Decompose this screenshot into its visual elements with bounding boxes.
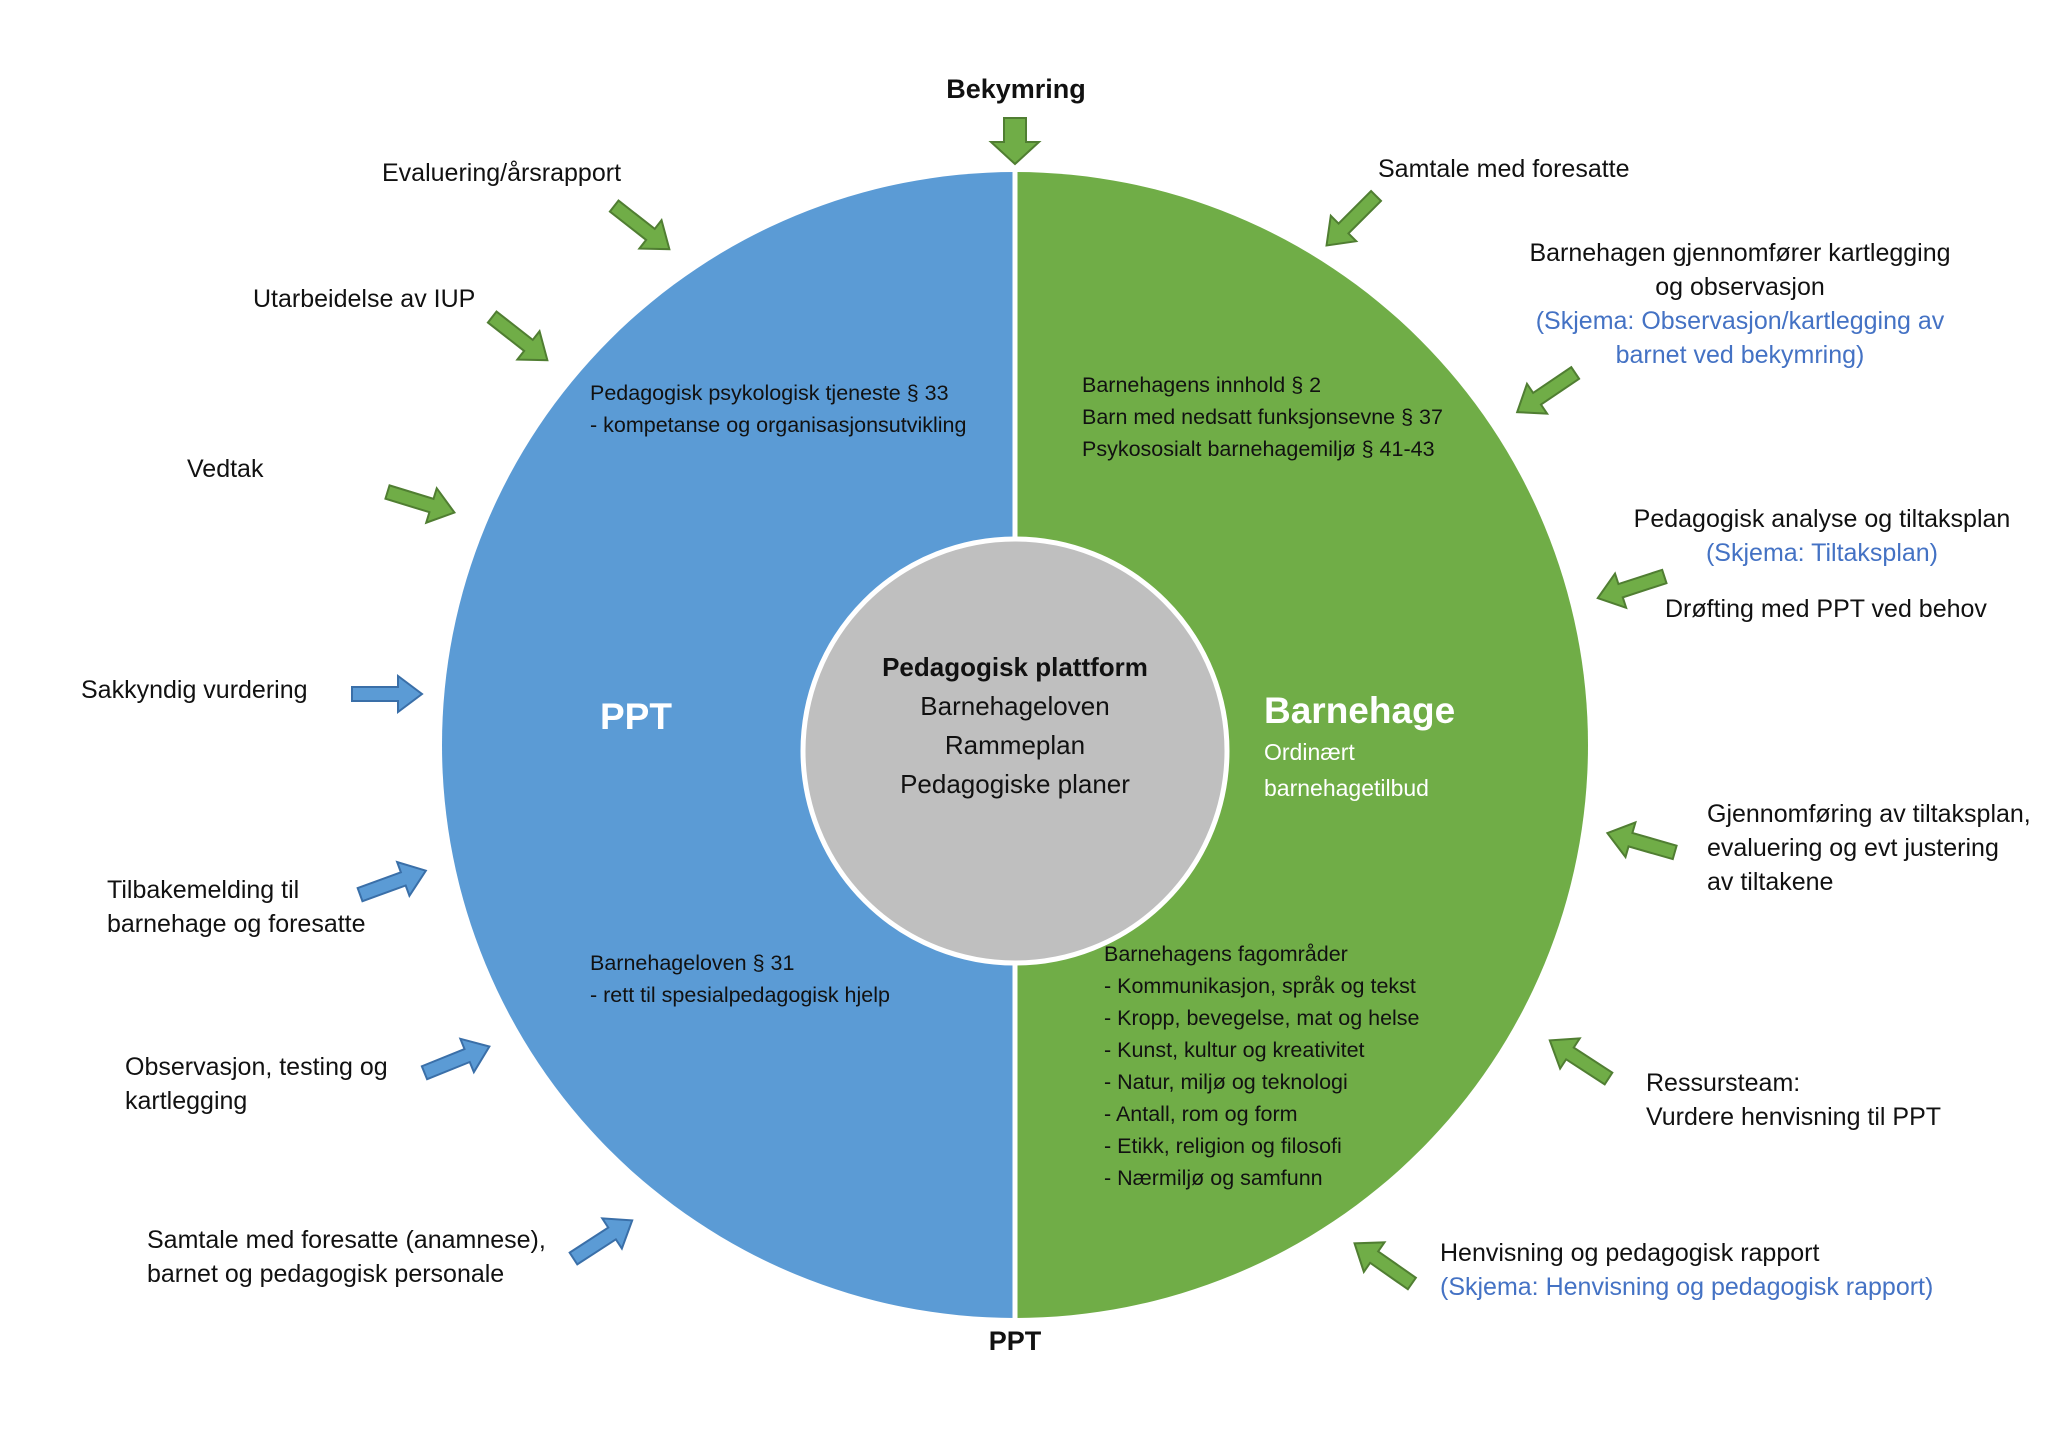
label-tiltaksplan: Pedagogisk analyse og tiltaksplan (Skjem… — [1627, 502, 2017, 570]
skjema-observasjon-link[interactable]: (Skjema: Observasjon/kartlegging av — [1535, 307, 1945, 335]
bekymring-arrow-icon — [988, 117, 1042, 166]
ppt-bottom-line: Barnehageloven § 31 — [590, 951, 795, 975]
center-title: Pedagogisk plattform — [882, 652, 1148, 682]
label-tilbakemelding: Tilbakemelding til barnehage og foresatt… — [107, 873, 366, 941]
label-ressursteam: Ressursteam: Vurdere henvisning til PPT — [1646, 1066, 1941, 1134]
samtale-foresatte-arrow-icon — [1325, 189, 1383, 247]
ressursteam-arrow-icon — [1548, 1037, 1614, 1086]
tiltaksplan-arrow-icon — [1596, 568, 1668, 610]
center-line: Barnehageloven — [920, 691, 1110, 721]
tilbakemelding-arrow-icon — [356, 860, 428, 903]
label-line: barnehage og foresatte — [107, 910, 366, 938]
label-line: Barnehagen gjennomfører kartlegging — [1529, 239, 1951, 267]
ppt-top-line: Pedagogisk psykologisk tjeneste § 33 — [590, 381, 949, 405]
iup-arrow-icon — [486, 310, 549, 362]
label-gjennomforing: Gjennomføring av tiltaksplan, evaluering… — [1707, 797, 2031, 899]
center-line: Pedagogiske planer — [900, 769, 1130, 799]
ppt-top-text: Pedagogisk psykologisk tjeneste § 33 - k… — [590, 377, 966, 441]
label-line: Samtale med foresatte — [1378, 155, 1630, 183]
label-line: barnet og pedagogisk personale — [147, 1260, 505, 1288]
label-line: evaluering og evt justering — [1707, 834, 1999, 862]
henvisning-arrow-icon — [1353, 1241, 1418, 1291]
fagomrader-line: - Nærmiljø og samfunn — [1104, 1166, 1323, 1190]
label-henvisning: Henvisning og pedagogisk rapport (Skjema… — [1440, 1236, 1933, 1304]
barnehage-top-line: Barn med nedsatt funksjonsevne § 37 — [1082, 405, 1443, 429]
label-line: Vurdere henvisning til PPT — [1646, 1103, 1942, 1131]
label-line: Ressursteam: — [1646, 1069, 1801, 1097]
ppt-half-circle — [442, 172, 1015, 1318]
center-circle — [800, 536, 1230, 966]
fagomrader-line: - Kropp, bevegelse, mat og helse — [1104, 1006, 1420, 1030]
label-samtale-anamnese: Samtale med foresatte (anamnese), barnet… — [147, 1223, 546, 1291]
ppt-bottom-text: Barnehageloven § 31 - rett til spesialpe… — [590, 947, 890, 1011]
label-line: Sakkyndig vurdering — [81, 676, 308, 704]
label-line: Observasjon, testing og — [125, 1053, 388, 1081]
ppt-bottom-label: PPT — [988, 1326, 1042, 1356]
fagomrader-line: - Natur, miljø og teknologi — [1104, 1070, 1348, 1094]
bekymring-label: Bekymring — [946, 74, 1086, 104]
label-evaluering: Evaluering/årsrapport — [382, 156, 621, 190]
barnehage-fagomrader-text: Barnehagens fagområder - Kommunikasjon, … — [1104, 938, 1420, 1194]
observasjon-arrow-icon — [420, 1037, 491, 1081]
vedtak-arrow-icon — [384, 484, 457, 525]
barnehage-top-line: Psykososialt barnehagemiljø § 41-43 — [1082, 437, 1435, 461]
label-iup: Utarbeidelse av IUP — [253, 282, 475, 316]
ppt-top-line: - kompetanse og organisasjonsutvikling — [590, 413, 967, 437]
label-line: av tiltakene — [1707, 868, 1834, 896]
fagomrader-line: - Kunst, kultur og kreativitet — [1104, 1038, 1365, 1062]
label-line: Drøfting med PPT ved behov — [1665, 595, 1987, 623]
barnehage-subtitle-line: Ordinært — [1264, 739, 1355, 765]
barnehage-top-line: Barnehagens innhold § 2 — [1082, 373, 1322, 397]
label-line: Gjennomføring av tiltaksplan, — [1707, 800, 2031, 828]
skjema-tiltaksplan-link[interactable]: (Skjema: Tiltaksplan) — [1705, 539, 1939, 567]
fagomrader-line: - Kommunikasjon, språk og tekst — [1104, 974, 1416, 998]
barnehage-top-text: Barnehagens innhold § 2 Barn med nedsatt… — [1082, 369, 1443, 465]
label-line: Pedagogisk analyse og tiltaksplan — [1633, 505, 2011, 533]
label-vedtak: Vedtak — [187, 452, 263, 486]
label-kartlegging: Barnehagen gjennomfører kartlegging og o… — [1500, 236, 1980, 372]
skjema-observasjon-link[interactable]: barnet ved bekymring) — [1615, 341, 1865, 369]
gjennomforing-arrow-icon — [1605, 820, 1678, 861]
label-line: Vedtak — [187, 455, 264, 483]
label-drofting: Drøfting med PPT ved behov — [1665, 592, 1987, 626]
evaluering-arrow-icon — [608, 199, 671, 251]
fagomrader-line: - Antall, rom og form — [1104, 1102, 1298, 1126]
fagomrader-line: Barnehagens fagområder — [1104, 942, 1348, 966]
label-line: Tilbakemelding til — [107, 876, 300, 904]
fagomrader-line: - Etikk, religion og filosofi — [1104, 1134, 1342, 1158]
ppt-bottom-line: - rett til spesialpedagogisk hjelp — [590, 983, 890, 1007]
center-line: Rammeplan — [944, 730, 1086, 760]
label-samtale-foresatte: Samtale med foresatte — [1378, 152, 1630, 186]
label-line: Utarbeidelse av IUP — [253, 285, 476, 313]
sakkyndig-arrow-icon — [351, 674, 424, 714]
center-text: Pedagogisk plattform Barnehageloven Ramm… — [835, 648, 1195, 804]
barnehage-subtitle-line: barnehagetilbud — [1264, 775, 1429, 801]
label-line: Evaluering/årsrapport — [382, 159, 622, 187]
label-observasjon: Observasjon, testing og kartlegging — [125, 1050, 388, 1118]
ppt-title: PPT — [600, 696, 672, 737]
samtale-anamnese-arrow-icon — [568, 1217, 634, 1266]
label-line: Henvisning og pedagogisk rapport — [1440, 1239, 1820, 1267]
barnehage-half-circle — [1015, 172, 1588, 1318]
label-line: kartlegging — [125, 1087, 248, 1115]
label-sakkyndig: Sakkyndig vurdering — [81, 673, 308, 707]
barnehage-title-block: Barnehage Ordinært barnehagetilbud — [1264, 688, 1455, 806]
barnehage-title: Barnehage — [1264, 690, 1456, 731]
label-line: Samtale med foresatte (anamnese), — [147, 1226, 546, 1254]
label-line: og observasjon — [1655, 273, 1825, 301]
skjema-henvisning-link[interactable]: (Skjema: Henvisning og pedagogisk rappor… — [1440, 1273, 1934, 1301]
kartlegging-arrow-icon — [1515, 365, 1581, 415]
